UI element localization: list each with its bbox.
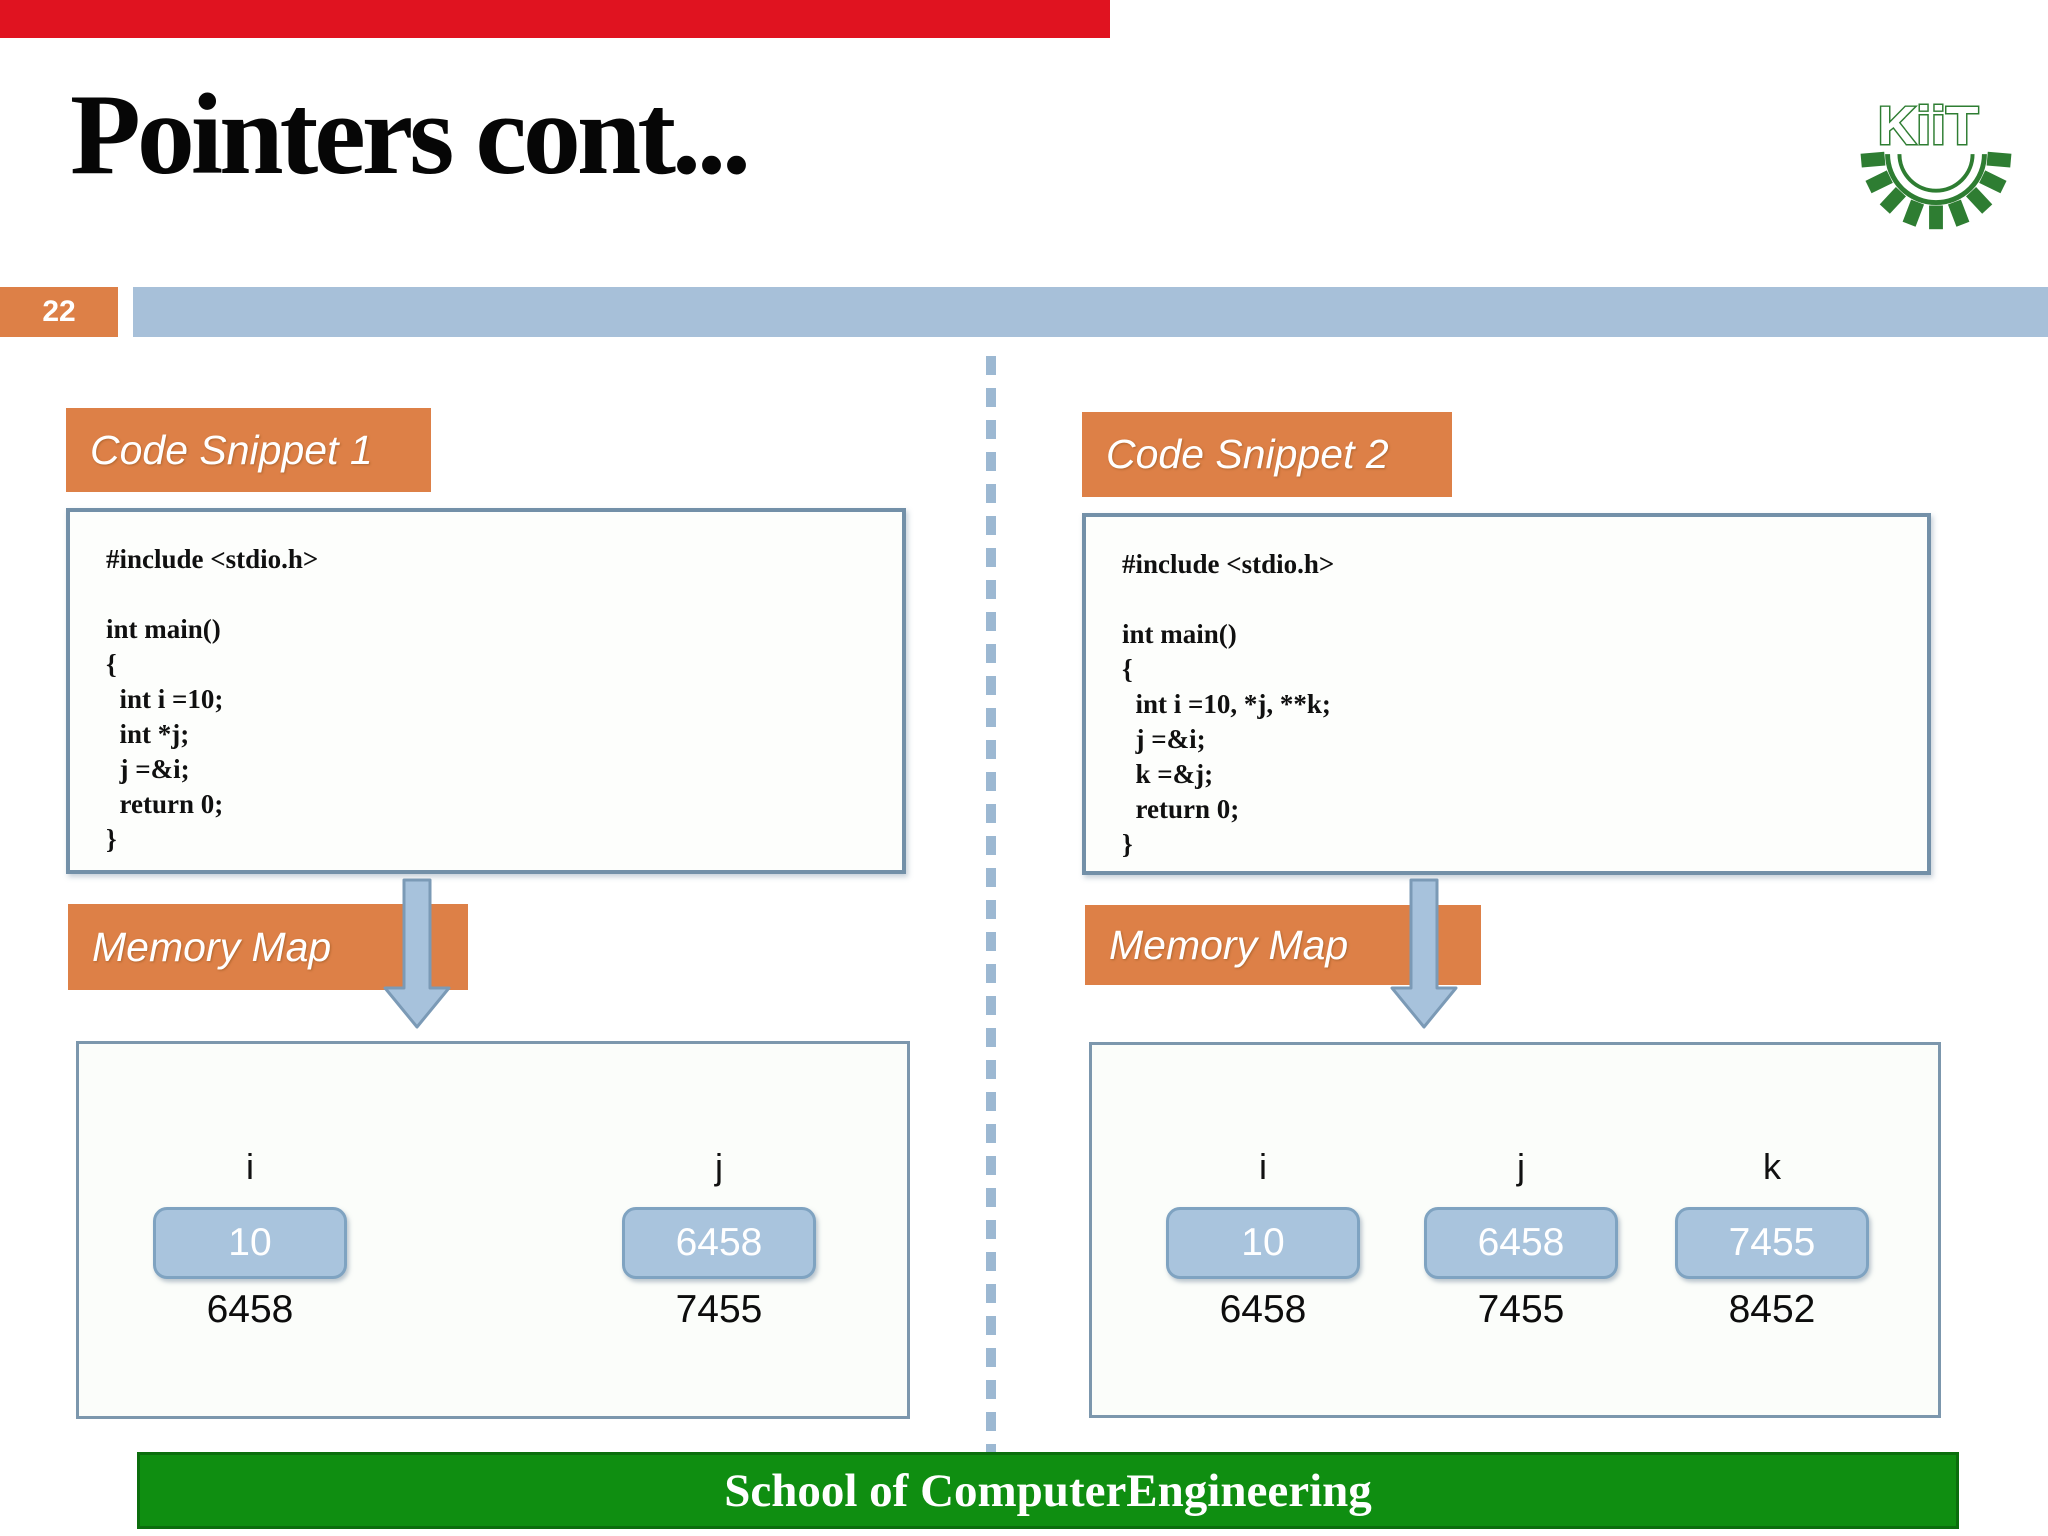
- code-line: [106, 577, 882, 612]
- code-line: int main(): [1122, 619, 1237, 649]
- variable-value-box: 7455: [1675, 1207, 1869, 1279]
- variable-value-box: 6458: [1424, 1207, 1618, 1279]
- code-line: }: [1122, 829, 1133, 859]
- code-line: int i =10;: [106, 684, 224, 714]
- memory-map-2-label: Memory Map: [1109, 921, 1349, 968]
- memory-map-1-label: Memory Map: [92, 923, 332, 970]
- code-box-1: #include <stdio.h> int main() { int i =1…: [66, 508, 906, 874]
- flow-arrow-down-left: [383, 878, 451, 1029]
- footer-bar: School of ComputerEngineering: [137, 1452, 1959, 1529]
- code-line: {: [1122, 654, 1133, 684]
- code-snippet-2-label: Code Snippet 2: [1106, 431, 1389, 477]
- memory-address: 8452: [1728, 1288, 1816, 1331]
- page-number: 22: [42, 295, 76, 328]
- code-snippet-1-header: Code Snippet 1: [66, 408, 431, 492]
- memory-address: 6458: [1219, 1288, 1307, 1331]
- variable-value: 6458: [675, 1221, 763, 1264]
- flow-arrow-down-right: [1390, 878, 1458, 1029]
- code-line: return 0;: [1122, 794, 1240, 824]
- code-line: }: [106, 824, 117, 854]
- column-divider: [986, 356, 996, 1452]
- code-line: int i =10, *j, **k;: [1122, 689, 1331, 719]
- code-box-2: #include <stdio.h> int main() { int i =1…: [1082, 513, 1931, 875]
- page-title: Pointers cont...: [70, 71, 751, 199]
- memory-address: 6458: [206, 1288, 294, 1331]
- variable-value: 7455: [1728, 1221, 1816, 1264]
- code-line: k =&j;: [1122, 759, 1214, 789]
- code-line: j =&i;: [1122, 724, 1206, 754]
- variable-name: k: [1763, 1146, 1781, 1187]
- top-accent-bar: [0, 0, 1110, 38]
- variable-value-box: 10: [153, 1207, 347, 1279]
- variable-name: j: [715, 1146, 723, 1187]
- code-line: {: [106, 649, 117, 679]
- memory-address: 7455: [1477, 1288, 1565, 1331]
- code-line: [1122, 582, 1907, 617]
- code-line: j =&i;: [106, 754, 190, 784]
- variable-name: j: [1517, 1146, 1525, 1187]
- memory-map-1-header: Memory Map: [68, 904, 468, 990]
- variable-value-box: 10: [1166, 1207, 1360, 1279]
- footer-text: School of ComputerEngineering: [724, 1464, 1372, 1517]
- code-line: int main(): [106, 614, 221, 644]
- code-line: int *j;: [106, 719, 190, 749]
- kiit-logo-gear: [1860, 151, 2012, 230]
- kiit-logo: KiiT: [1860, 96, 2012, 230]
- variable-name: i: [1259, 1146, 1267, 1187]
- header-band: [133, 287, 2048, 337]
- code-line: #include <stdio.h>: [106, 544, 319, 574]
- variable-value: 10: [228, 1221, 272, 1264]
- variable-value: 6458: [1477, 1221, 1565, 1264]
- code-snippet-2-header: Code Snippet 2: [1082, 412, 1452, 497]
- memory-address: 7455: [675, 1288, 763, 1331]
- code-line: return 0;: [106, 789, 224, 819]
- variable-value-box: 6458: [622, 1207, 816, 1279]
- variable-value: 10: [1241, 1221, 1285, 1264]
- kiit-logo-text: KiiT: [1878, 97, 1979, 156]
- code-snippet-1-label: Code Snippet 1: [90, 426, 373, 473]
- variable-name: i: [246, 1146, 254, 1187]
- page-number-box: 22: [0, 287, 118, 337]
- code-line: #include <stdio.h>: [1122, 549, 1335, 579]
